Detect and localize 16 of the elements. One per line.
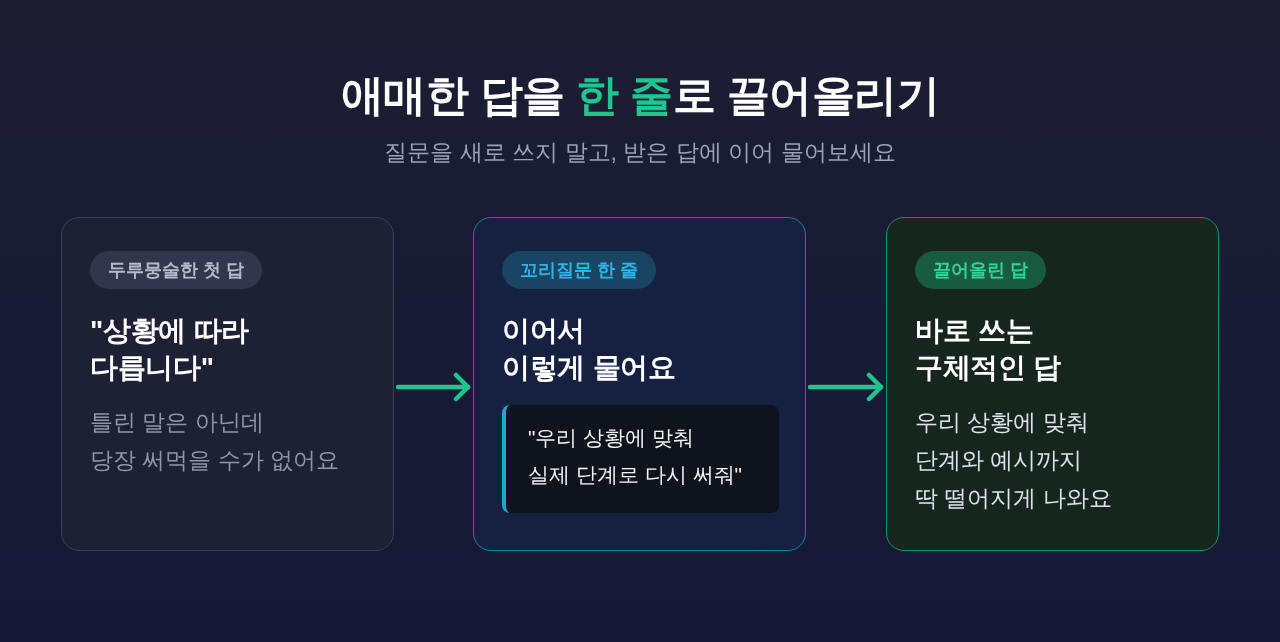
tag-pill: 두루뭉술한 첫 답 <box>90 251 262 289</box>
arrow <box>807 372 884 402</box>
quote-box: "우리 상황에 맞춰 실제 단계로 다시 써줘" <box>502 405 779 513</box>
card-text: 우리 상황에 맞춰 단계와 예시까지 딱 떨어지게 나와요 <box>915 408 1112 513</box>
tag-pill: 끌어올린 답 <box>915 251 1046 289</box>
step-card <box>473 217 806 551</box>
card-text: 틀린 말은 아닌데 당장 써먹을 수가 없어요 <box>90 408 340 475</box>
card-heading: "상황에 따라 다릅니다" <box>90 314 249 385</box>
arrow <box>395 372 471 402</box>
step-card <box>886 217 1219 551</box>
card-heading: 이어서 이렇게 물어요 <box>502 314 676 385</box>
title: 애매한 답을 한 줄로 끌어올리기 <box>340 70 940 121</box>
subtitle: 질문을 새로 쓰지 말고, 받은 답에 이어 물어보세요 <box>384 138 896 167</box>
step-card <box>61 217 394 551</box>
tag-pill: 꼬리질문 한 줄 <box>502 251 656 289</box>
card-heading: 바로 쓰는 구체적인 답 <box>915 314 1061 385</box>
